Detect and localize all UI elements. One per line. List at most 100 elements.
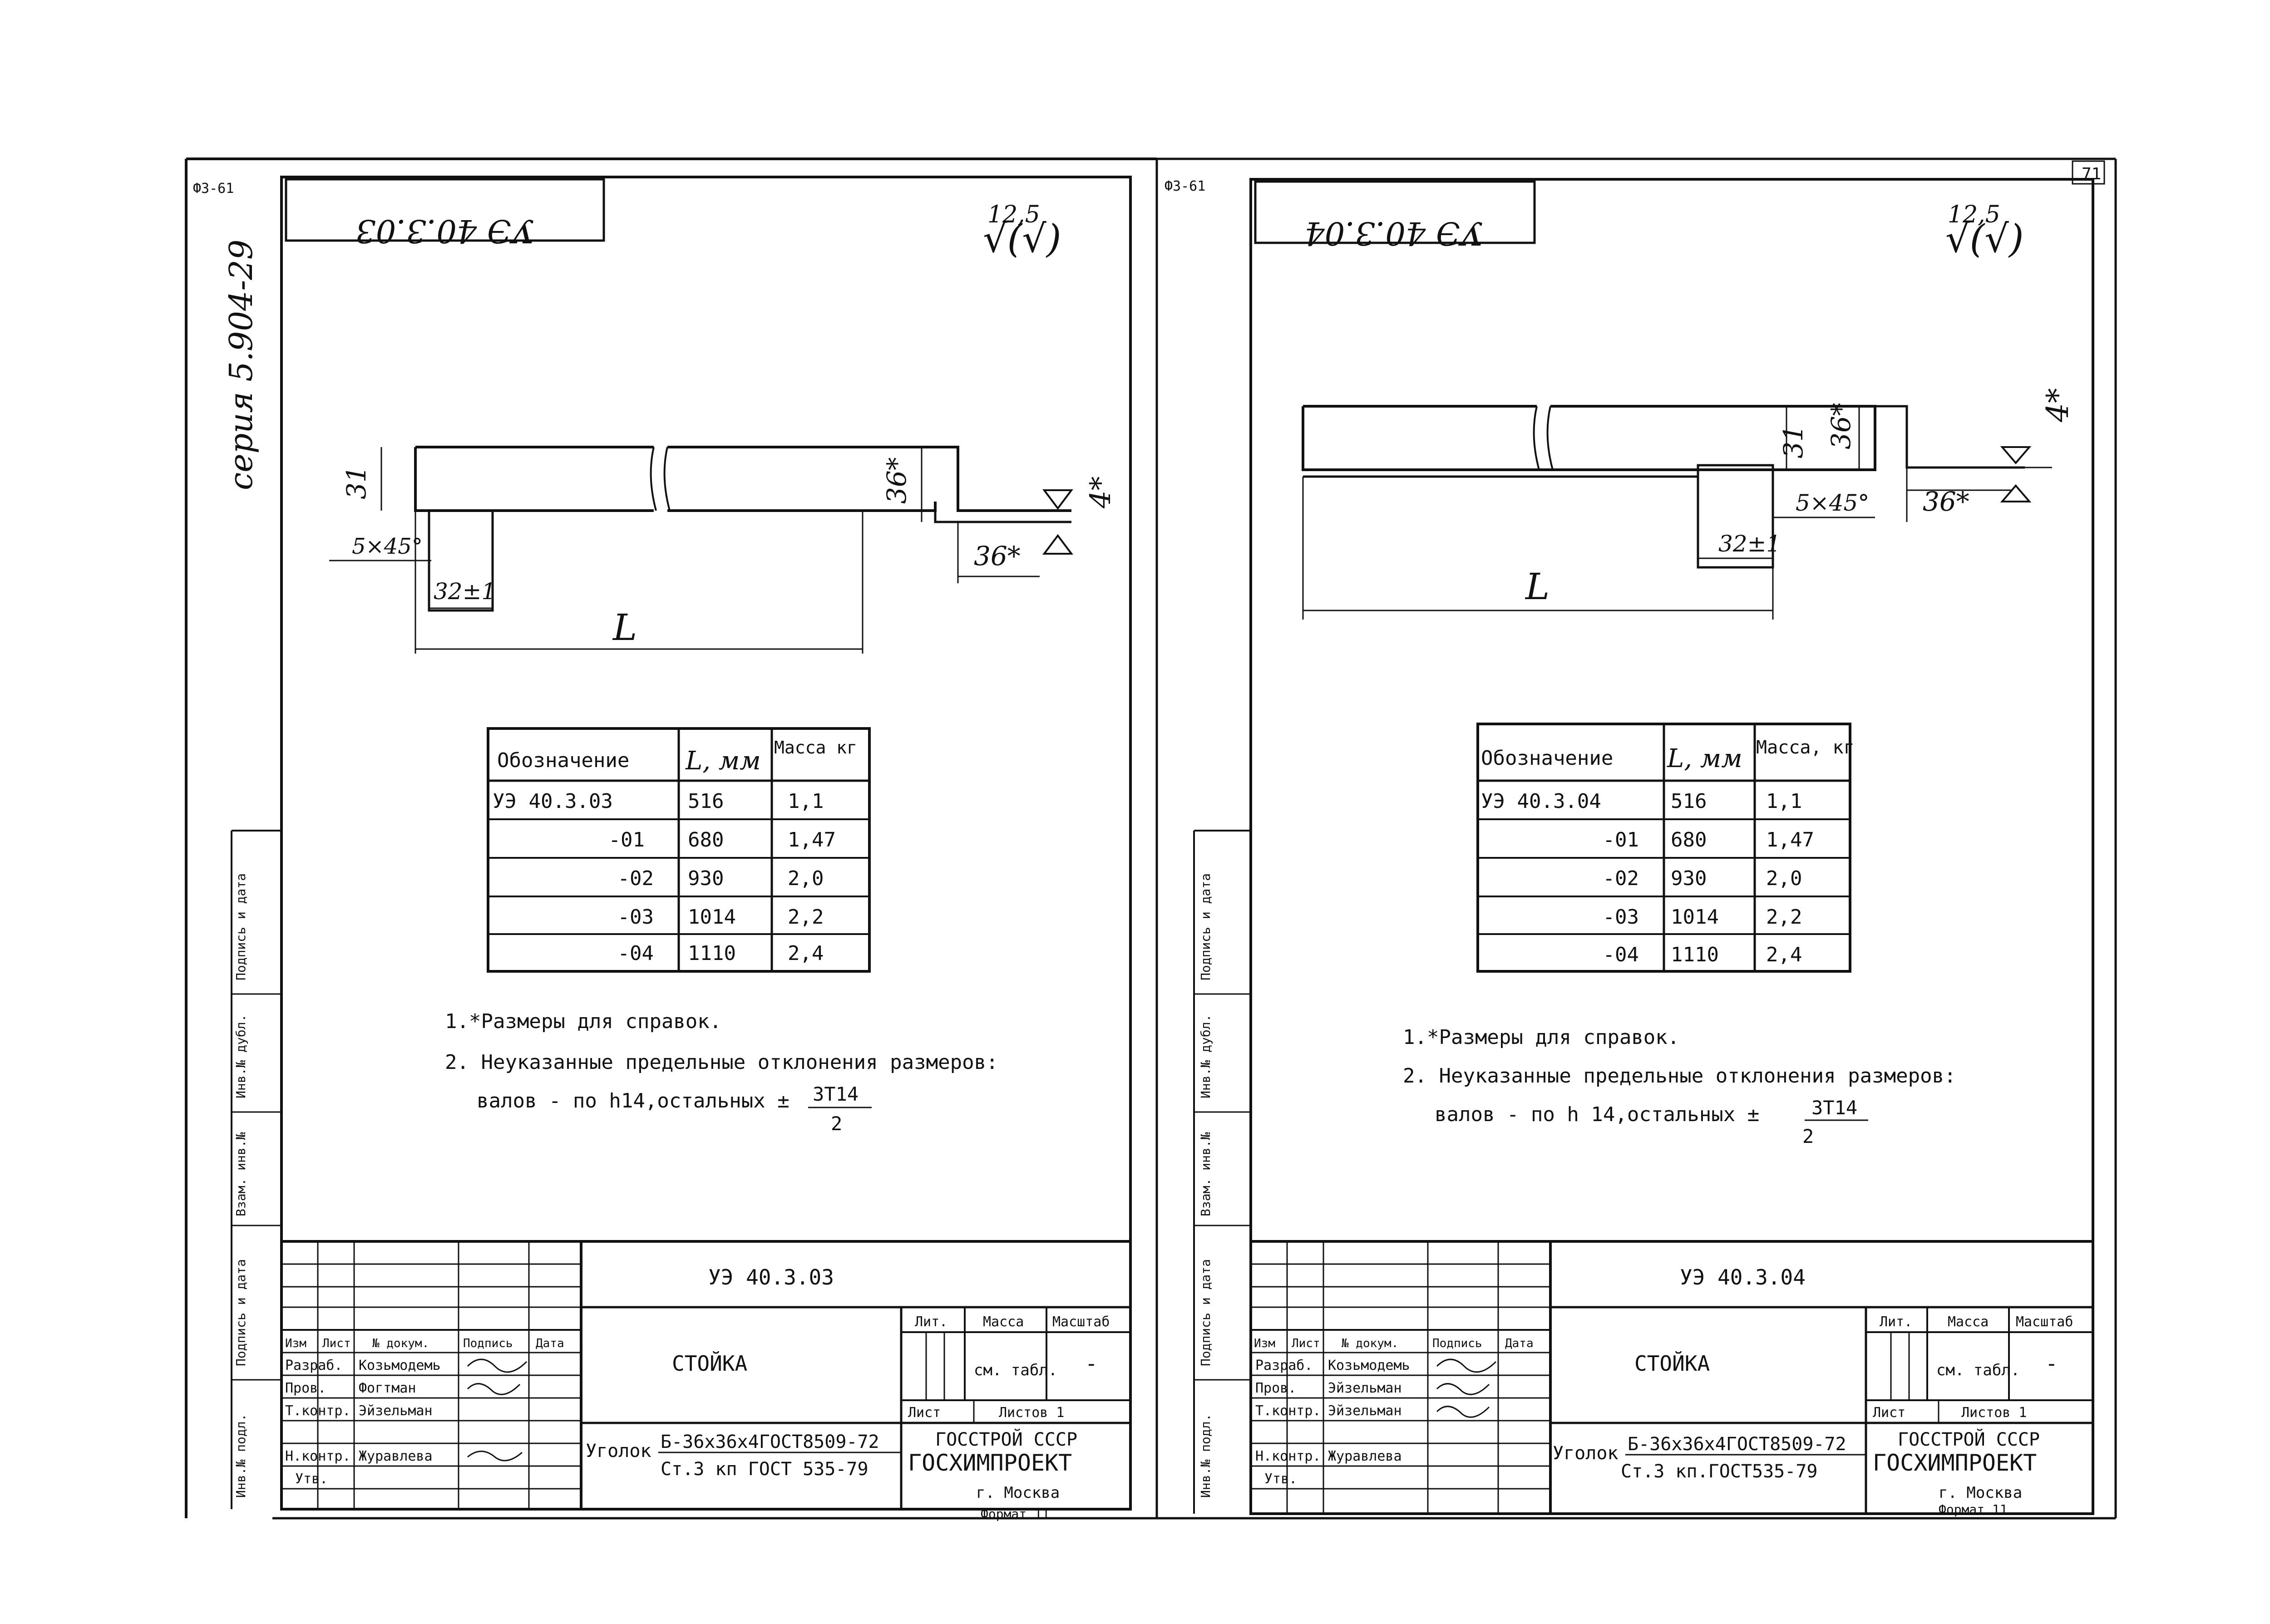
right-tb-designation: УЭ 40.3.04 [1680, 1265, 1806, 1289]
right-tb-role-5: Утв. [1264, 1471, 1297, 1487]
right-row-1-designation: -01 [1603, 828, 1639, 851]
right-tb-material-profile: Б-36х36х4ГОСТ8509-72 [1628, 1434, 1846, 1455]
right-tb-org-1: ГОССТРОЙ СССР [1898, 1428, 2040, 1450]
right-roughness-symbol: √(√) [1945, 217, 2024, 261]
right-row-3-designation: -03 [1603, 906, 1639, 929]
left-dim-length: L [612, 606, 637, 649]
left-note-frac-bottom: 2 [831, 1112, 842, 1135]
left-tb-sheets: Листов 1 [999, 1405, 1065, 1421]
right-note-1: 1.*Размеры для справок. [1403, 1026, 1679, 1049]
left-strip-orig-inv: Инв.№ подл. [233, 1414, 248, 1498]
right-row-0-length: 516 [1671, 790, 1707, 813]
right-tb-name-0: Козьмодемь [1328, 1358, 1410, 1373]
right-tb-hdr-1: Лист [1292, 1337, 1320, 1350]
left-row-3-length: 1014 [688, 906, 736, 929]
right-tb-material-steel: Ст.3 кп.ГОСТ535-79 [1621, 1461, 1817, 1482]
left-row-2-mass: 2,0 [788, 867, 824, 890]
right-tb-format: Формат 11 [1939, 1502, 2008, 1517]
right-row-4-mass: 2,4 [1766, 943, 1802, 966]
left-row-4-designation: -04 [618, 942, 654, 965]
left-tb-sheet: Лист [908, 1405, 941, 1421]
right-strip-repl-inv: Взам. инв.№ [1198, 1132, 1213, 1216]
left-row-1-mass: 1,47 [788, 828, 836, 851]
right-note-frac-bottom: 2 [1802, 1125, 1814, 1147]
right-tb-role-1: Пров. [1255, 1380, 1296, 1396]
left-tb-hdr-4: Дата [536, 1337, 564, 1350]
left-roughness-symbol: √(√) [983, 217, 1061, 261]
right-tb-hdr-2: № докум. [1342, 1337, 1398, 1350]
left-tb-role-0: Разраб. [285, 1358, 342, 1373]
left-dim-height: 31 [341, 466, 372, 499]
left-row-0-mass: 1,1 [788, 790, 824, 813]
left-tb-city: г. Москва [976, 1484, 1060, 1502]
left-th-length: L, мм [685, 746, 761, 776]
left-tb-material-label: Уголок [586, 1441, 651, 1462]
left-tb-hdr-3: Подпись [463, 1337, 513, 1350]
right-part-drawing: L 31 36* 5×45° 32±1 36* 4* [1302, 388, 2075, 620]
right-strip-dup-inv: Инв.№ дубл. [1198, 1014, 1213, 1098]
left-note-frac-top: 3Т14 [813, 1083, 859, 1105]
right-dim-thickness: 4* [2040, 388, 2075, 423]
right-note-3: валов - по h 14,остальных ± [1435, 1103, 1759, 1126]
right-row-1-mass: 1,47 [1766, 828, 1814, 851]
left-tb-name-1: Фогтман [359, 1380, 416, 1396]
left-drawing-code-stamp: УЭ 40.3.03 [355, 212, 534, 250]
left-spec-table: Обозначение L, мм Масса кг УЭ 40.3.03 51… [487, 727, 871, 973]
left-series-label: серия 5.904-29 [222, 240, 260, 490]
left-dim-chamfer: 5×45° [352, 534, 423, 559]
right-dim-width: 36* [1923, 486, 1969, 517]
left-part-drawing: L 31 5×45° 32±1 36* 36* 4* [329, 446, 1117, 654]
right-row-3-mass: 2,2 [1766, 906, 1802, 929]
right-tb-hdr-3: Подпись [1432, 1337, 1482, 1350]
left-tb-part-name: СТОЙКА [672, 1351, 747, 1376]
left-th-mass: Масса кг [774, 738, 857, 758]
right-spec-table: Обозначение L, мм Масса, кг УЭ 40.3.04 5… [1476, 723, 1855, 973]
left-tb-hdr-0: Изм [285, 1337, 306, 1350]
right-tb-hdr-4: Дата [1505, 1337, 1534, 1350]
right-notes: 1.*Размеры для справок. 2. Неуказанные п… [1403, 1026, 1956, 1147]
right-strip-sign-date-2: Подпись и дата [1198, 1259, 1213, 1366]
right-strip-sign-date-1: Подпись и дата [1198, 873, 1213, 980]
right-th-mass: Масса, кг [1756, 737, 1855, 758]
right-tb-material-label: Уголок [1553, 1443, 1619, 1464]
right-row-4-designation: -04 [1603, 943, 1639, 966]
right-tb-lit: Лит. [1880, 1314, 1912, 1330]
left-tb-mass-value: см. табл. [974, 1361, 1057, 1379]
right-th-designation: Обозначение [1481, 747, 1613, 770]
left-tb-designation: УЭ 40.3.03 [708, 1265, 834, 1289]
left-row-0-length: 516 [688, 790, 724, 813]
left-tb-org-2: ГОСХИМПРОЕКТ [908, 1450, 1072, 1476]
left-tb-name-4: Журавлева [359, 1448, 433, 1464]
left-strip-repl-inv: Взам. инв.№ [233, 1132, 248, 1216]
left-row-4-length: 1110 [688, 942, 736, 965]
right-note-2: 2. Неуказанные предельные отклонения раз… [1403, 1064, 1956, 1088]
left-dim-width: 36* [974, 541, 1021, 571]
left-roughness-value: 12,5 [987, 201, 1040, 228]
right-tb-role-4: Н.контр. [1255, 1448, 1321, 1464]
left-row-3-mass: 2,2 [788, 906, 824, 929]
right-strip-orig-inv: Инв.№ подл. [1198, 1414, 1213, 1498]
left-tb-hdr-2: № докум. [372, 1337, 429, 1350]
right-tb-name-1: Эйзельман [1328, 1380, 1402, 1396]
left-dim-offset: 32±1 [434, 578, 496, 605]
right-row-0-designation: УЭ 40.3.04 [1481, 790, 1601, 813]
right-tb-name-2: Эйзельман [1328, 1403, 1402, 1419]
left-title-block: Изм Лист № докум. Подпись Дата Разраб. К… [280, 1240, 1132, 1521]
right-tb-scale: Масштаб [2016, 1314, 2073, 1330]
right-dim-offset: 32±1 [1718, 531, 1781, 557]
right-tb-role-2: Т.контр. [1255, 1403, 1321, 1419]
right-tb-part-name: СТОЙКА [1634, 1351, 1710, 1376]
left-tb-role-5: Утв. [295, 1471, 328, 1487]
right-dim-length: L [1525, 566, 1550, 608]
left-tb-name-0: Козьмодемь [359, 1358, 441, 1373]
right-tb-mass-value: см. табл. [1936, 1361, 2020, 1379]
left-tb-role-4: Н.контр. [285, 1448, 351, 1464]
right-row-2-mass: 2,0 [1766, 867, 1802, 890]
right-row-3-length: 1014 [1671, 906, 1719, 929]
right-tb-mass: Масса [1948, 1314, 1989, 1330]
right-tb-role-0: Разраб. [1255, 1358, 1313, 1373]
right-sheet: ФЗ-61 71 Подпись и дата Инв.№ дубл. Взам… [1155, 157, 2117, 1520]
left-tb-name-2: Эйзельман [359, 1403, 433, 1419]
left-row-2-designation: -02 [618, 867, 654, 890]
